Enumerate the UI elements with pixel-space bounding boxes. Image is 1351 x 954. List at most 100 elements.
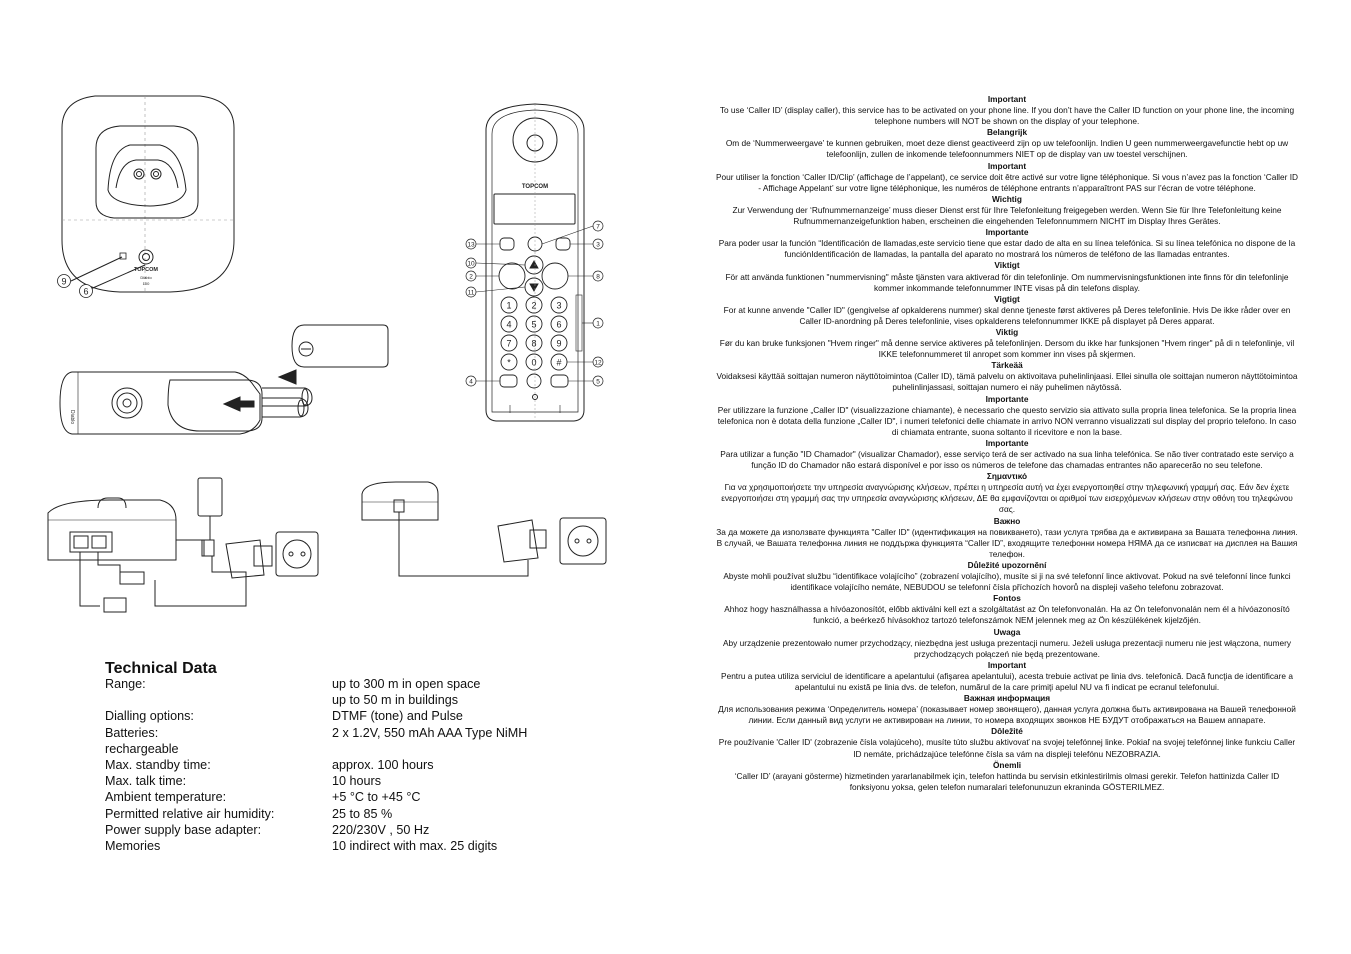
technical-value: DTMF (tone) and Pulse [332,709,463,724]
callout-10: 10 [467,261,475,268]
notice-title: Důležité upozornění [967,559,1047,570]
technical-label: Power supply base adapter: [105,822,262,837]
notice-title: Σημαντικό [986,471,1028,482]
technical-row: Batteries: rechargeable 2 x 1.2V, 550 mAh… [105,725,575,757]
notice-title: Important [987,160,1027,171]
technical-value: 220/230V , 50 Hz [332,822,430,837]
notice-title: Fontos [993,593,1021,604]
callout-6: 6 [83,287,88,297]
callout-9: 9 [61,277,66,287]
callout-13: 13 [467,242,475,249]
notice-title: Важно [993,515,1021,526]
notice-body: Voidaksesi käyttää soittajan numeron näy… [716,371,1298,393]
notice-title: Vigtigt [994,293,1020,304]
svg-text:Diablo: Diablo [69,410,75,424]
callout-5: 5 [596,379,600,386]
charger-connection-figure [361,481,607,577]
callout-2: 2 [469,274,473,281]
technical-value: 10 hours [332,774,382,789]
illustrations: Diablo [47,95,607,613]
key-0: 0 [531,358,536,368]
notice-body: Ahhoz hogy használhassa a hívóazonosítót… [724,604,1290,626]
notice-title: Viktig [995,326,1019,337]
technical-label: Range: [105,677,146,691]
notice-body: Om de ‘Nummerweergave’ te kunnen gebruik… [725,138,1289,160]
notice-body: For at kunne anvende "Caller ID" (gengiv… [723,304,1291,326]
notice-body: Per utilizzare la funzione „Caller ID" (… [717,404,1297,437]
technical-row: Power supply base adapter: 220/230V , 50 … [105,822,575,838]
notice-title: Importante [985,227,1029,238]
notice-title: Важная информация [963,693,1051,704]
notice-body: Для использования режима ‘Определитель н… [718,704,1296,726]
callout-12: 12 [594,360,602,367]
notice-body: Pre používanie 'Caller ID' (zobrazenie č… [718,737,1296,759]
base-connection-figure [47,477,319,613]
technical-value: 25 to 85 % [332,806,393,821]
battery-cover-figure [277,324,389,385]
notice-title: Importante [985,393,1029,404]
technical-row: Memories 10 indirect with max. 25 digits [105,838,575,854]
notice-body: Para utilizar a função "ID Chamador" (vi… [720,449,1294,471]
technical-data-title: Technical Data [105,660,217,677]
technical-value: up to 300 m in open space up to 50 m in … [332,677,481,708]
callout-labels: 9 6 7 13 3 10 2 8 11 1 12 4 5 TOPCOM Dia… [57,184,604,387]
base-model-label: Diablo [140,275,152,280]
handset-back-figure: Diablo [59,371,313,435]
technical-label: Batteries: rechargeable [105,725,179,756]
key-hash: # [556,358,561,368]
technical-row: Dialling options: DTMF (tone) and Pulse [105,708,575,724]
notice-title: Önemli [992,759,1022,770]
left-page: Diablo [0,0,675,954]
notice-body: Aby urządzenie prezentowało numer przych… [722,637,1292,659]
notice-body: Pour utiliser la fonction ‘Caller ID/Cli… [715,171,1298,193]
key-2: 2 [531,301,536,311]
notice-body: Zur Verwendung der ‘Rufnummernanzeige’ m… [732,204,1282,227]
notice-title: Viktigt [994,260,1020,271]
notice-title: Important [987,94,1027,104]
notice-body: Para poder usar la función “Identificaci… [718,238,1296,260]
notice-body: За да можете да използвате функцията "Ca… [716,526,1298,559]
key-star: * [507,358,511,368]
base-brand-label: TOPCOM [134,267,158,273]
callout-1: 1 [596,321,600,328]
technical-label: Ambient temperature: [105,790,227,805]
notice-title: Important [987,659,1027,670]
technical-label: Dialling options: [105,709,194,724]
callout-4: 4 [469,379,473,386]
technical-row: Permitted relative air humidity:25 to 85… [105,806,575,822]
technical-value: approx. 100 hours [332,758,434,773]
notice-body: Για να χρησιμοποιήσετε την υπηρεσία αναγ… [721,482,1293,515]
notice-body: ‘Caller ID’ (arayani gösterme) hizmetind… [734,770,1280,792]
technical-label: Max. talk time: [105,774,187,789]
notice-title: Dôležité [991,726,1023,737]
technical-value: +5 °C to +45 °C [332,790,421,805]
notice-body: Før du kan bruke funksjonen "Hvem ringer… [719,338,1295,360]
key-1: 1 [506,301,511,311]
callout-11: 11 [468,290,475,297]
technical-row: Ambient temperature: +5 °C to +45 °C [105,789,575,805]
base-station-figure [61,95,235,293]
technical-row: Range: up to 300 m in open space up to 50… [105,676,575,708]
handset-front-figure [475,103,594,422]
technical-row: Max. standby time:approx. 100 hours [105,757,575,773]
notice-body: Abyste mohli používat službu “identifika… [723,571,1291,593]
technical-label: Memories [105,839,161,854]
callout-8: 8 [596,274,600,281]
key-5: 5 [531,320,536,330]
callout-7: 7 [596,224,600,231]
notice-title: Tärkeää [991,360,1023,371]
notice-body: För att använda funktionen "nummervisnin… [725,271,1289,293]
handset-brand-label: TOPCOM [522,184,548,190]
callout-3: 3 [596,242,600,249]
technical-value: 10 indirect with max. 25 digits [332,839,498,854]
notice-title: Belangrijk [986,127,1028,138]
technical-value: 2 x 1.2V, 550 mAh AAA Type NiMH [332,725,528,740]
key-3: 3 [556,301,561,311]
key-7: 7 [506,339,511,349]
notice-body: To use ‘Caller ID’ (display caller), thi… [719,105,1295,127]
technical-row: Max. talk time: 10 hours [105,773,575,789]
key-8: 8 [531,339,536,349]
key-9: 9 [556,339,561,349]
base-model-number: 100 [143,281,150,286]
